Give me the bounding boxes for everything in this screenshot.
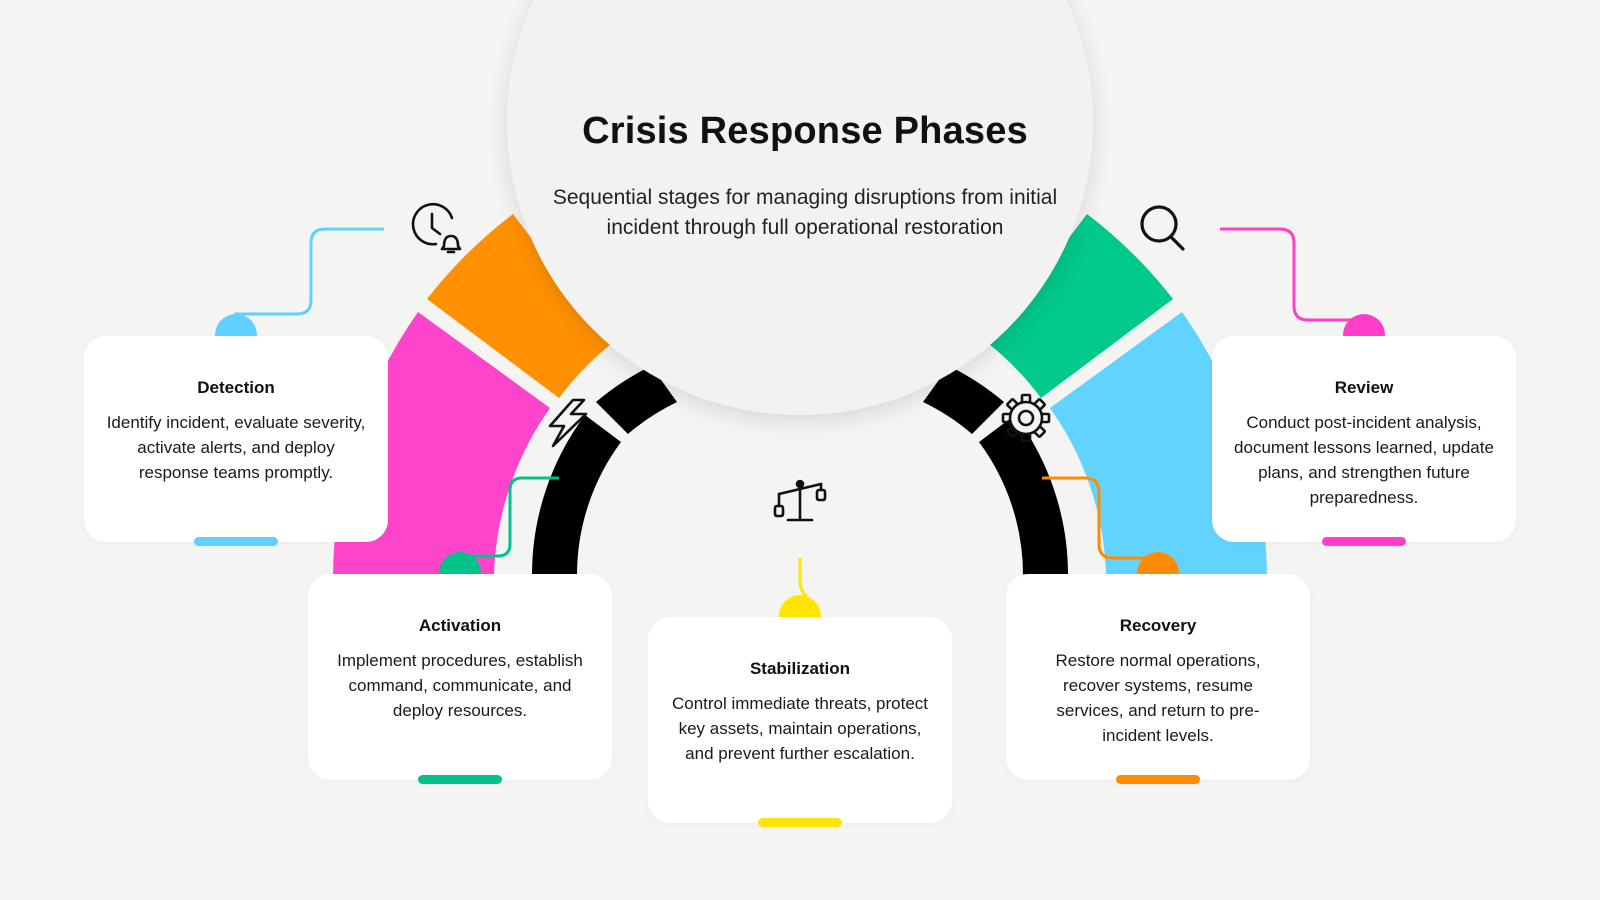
card-review: Review Conduct post-incident analysis, d… [1212,336,1516,546]
connector-detection [234,227,384,333]
card-description: Control immediate threats, protect key a… [671,694,929,763]
connector-recovery [1042,476,1160,572]
hub-text: Crisis Response Phases Sequential stages… [540,110,1070,243]
segment-orange [427,214,611,398]
segment-green [989,214,1173,398]
inner-ring-left [532,415,621,575]
magnifier-icon [1140,205,1185,251]
card-stabilization: Stabilization Control immediate threats,… [648,617,952,827]
card-title: Detection [197,378,275,397]
card-description: Implement procedures, establish command,… [337,651,583,720]
card-description: Conduct post-incident analysis, document… [1234,413,1494,507]
card-recovery: Recovery Restore normal operations, reco… [1006,574,1310,784]
balance-scale-icon [773,479,827,522]
card-accent-bar [194,537,278,546]
inner-ring-right [979,415,1068,575]
card-accent-bar [1322,537,1406,546]
card-title: Review [1334,378,1394,397]
inner-ring-left-top [596,366,677,434]
page-subtitle: Sequential stages for managing disruptio… [552,186,1058,239]
card-description: Identify incident, evaluate severity, ac… [106,413,366,482]
gear-icon [1001,393,1051,443]
card-title: Recovery [1119,616,1197,635]
card-description: Restore normal operations, recover syste… [1055,651,1261,745]
card-title: Stabilization [749,659,851,678]
card-accent-bar [418,775,502,784]
lightning-bolt-icon [548,398,588,448]
card-activation: Activation Implement procedures, establi… [308,574,612,784]
inner-ring-right-top [923,366,1004,434]
page-title: Crisis Response Phases [582,110,1028,152]
hub-circle [507,0,1093,415]
card-title: Activation [418,616,502,635]
connector-review [1220,227,1366,333]
card-detection: Detection Identify incident, evaluate se… [84,336,388,546]
card-accent-bar [1116,775,1200,784]
clock-bell-icon [411,202,462,254]
connector-activation [458,476,559,572]
card-accent-bar [758,818,842,827]
